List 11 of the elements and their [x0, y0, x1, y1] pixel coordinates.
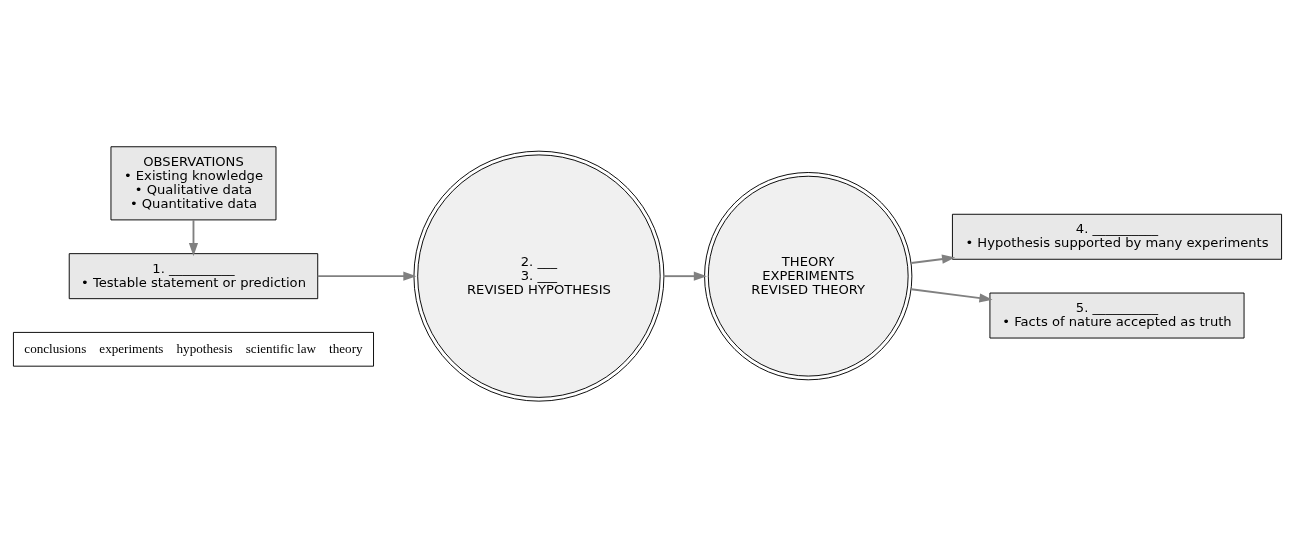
arrow — [316, 271, 417, 281]
arrow — [910, 254, 956, 264]
node-box: 4. __________ • Hypothesis supported by many experiments — [951, 213, 1283, 260]
node-box: 1. __________ • Testable statement or prediction — [68, 253, 319, 300]
arrow — [910, 288, 993, 303]
node-box: OBSERVATIONS • Existing knowledge • Qualitative data • Quantitative data — [110, 146, 277, 221]
node-circle: 2. ___ 3. ___ REVISED HYPOTHESIS — [413, 150, 665, 402]
node-box: conclusions experiments hypothesis scientific law theory — [12, 331, 374, 367]
arrow — [188, 219, 199, 257]
node-box: 5. __________ • Facts of nature accepted as truth — [989, 292, 1245, 339]
arrow — [663, 271, 707, 281]
